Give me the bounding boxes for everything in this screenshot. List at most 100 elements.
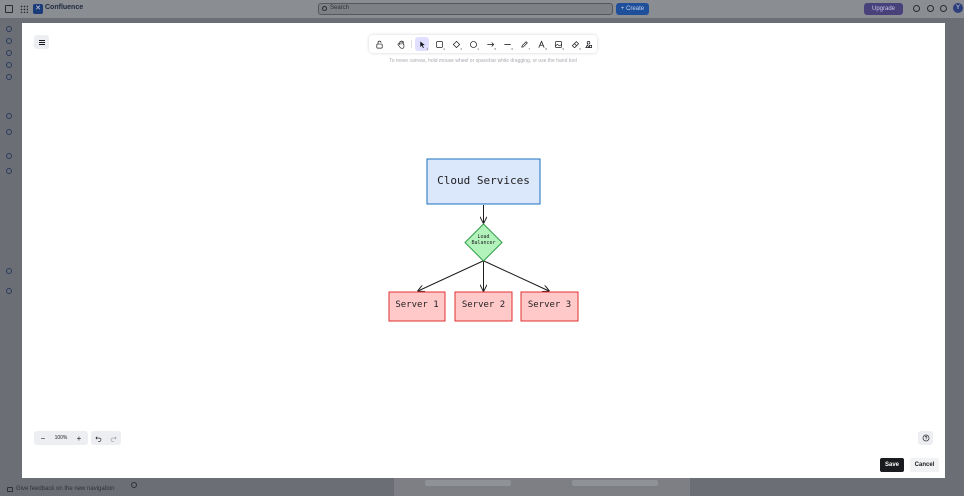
doc-card bbox=[425, 480, 511, 486]
shortcut-key: 2 bbox=[443, 47, 445, 51]
selection-tool-button[interactable]: 1 bbox=[415, 37, 429, 51]
sidebar-item[interactable] bbox=[6, 50, 18, 56]
hamburger-icon bbox=[38, 39, 45, 41]
pencil-icon bbox=[520, 40, 528, 48]
cloud-services-label: Cloud Services bbox=[437, 174, 530, 187]
load-balancer-diamond bbox=[464, 223, 503, 262]
sidebar-item[interactable] bbox=[6, 113, 18, 119]
avatar[interactable]: Y bbox=[953, 3, 963, 13]
cloud-services-box bbox=[426, 158, 541, 205]
whiteboard-modal: Cloud Services Load Balancer Server 1 Se… bbox=[22, 23, 945, 478]
search-placeholder: Search bbox=[330, 5, 350, 11]
search-icon bbox=[322, 6, 327, 11]
selection-icon bbox=[419, 40, 425, 48]
text-tool-button[interactable]: 8 bbox=[534, 37, 548, 51]
main-menu-button[interactable] bbox=[34, 35, 49, 49]
undo-icon bbox=[95, 436, 102, 442]
cancel-button[interactable]: Cancel bbox=[910, 458, 939, 472]
shortcut-key: 8 bbox=[545, 47, 547, 51]
sidebar-item[interactable] bbox=[6, 62, 18, 68]
rectangle-tool-button[interactable]: 2 bbox=[432, 37, 446, 51]
image-tool-button[interactable]: 9 bbox=[551, 37, 565, 51]
lock-icon bbox=[375, 40, 383, 48]
arrow-lb-to-server3 bbox=[483, 260, 549, 291]
server-3-label: Server 3 bbox=[527, 300, 572, 310]
drawing-toolbar: 1 2 3 4 5 6 7 8 bbox=[369, 35, 597, 53]
help-icon bbox=[922, 434, 929, 442]
sidebar-item[interactable] bbox=[6, 26, 18, 32]
redo-button[interactable] bbox=[106, 431, 121, 445]
feedback-link[interactable]: Give feedback on the new navigation bbox=[16, 486, 115, 492]
arrow-icon bbox=[486, 41, 494, 47]
canvas-hint: To move canvas, hold mouse wheel or spac… bbox=[389, 58, 577, 64]
image-icon bbox=[554, 40, 562, 48]
lock-tool-button[interactable] bbox=[372, 37, 386, 51]
server-2-label: Server 2 bbox=[461, 300, 506, 310]
save-button[interactable]: Save bbox=[880, 458, 904, 472]
server-3-box bbox=[520, 291, 579, 322]
diamond-icon bbox=[452, 40, 460, 48]
undo-button[interactable] bbox=[91, 431, 106, 445]
eraser-icon bbox=[571, 40, 579, 48]
sidebar-item[interactable] bbox=[6, 129, 18, 135]
hamburger-icon bbox=[38, 43, 45, 45]
load-balancer-label-line1: Load bbox=[477, 234, 490, 240]
shortcut-key: 6 bbox=[511, 47, 513, 51]
shortcut-key: 0 bbox=[579, 47, 581, 51]
sidebar-item[interactable] bbox=[6, 168, 18, 174]
app-name[interactable]: Confluence bbox=[45, 4, 84, 11]
toolbar-divider bbox=[411, 40, 412, 48]
hamburger-icon bbox=[38, 41, 45, 43]
zoom-in-button[interactable]: + bbox=[76, 433, 82, 443]
shapes-library-button[interactable] bbox=[581, 37, 595, 51]
page-settings-icon[interactable] bbox=[131, 482, 137, 488]
history-controls bbox=[91, 431, 121, 445]
server-2-box bbox=[454, 291, 513, 322]
sidebar-item[interactable] bbox=[6, 268, 18, 274]
arrow-tool-button[interactable]: 5 bbox=[483, 37, 497, 51]
zoom-out-button[interactable]: − bbox=[40, 433, 46, 443]
load-balancer-label-line2: Balancer bbox=[471, 240, 496, 246]
hand-icon bbox=[397, 40, 404, 49]
app-switcher-icon[interactable] bbox=[20, 5, 28, 13]
help-button[interactable] bbox=[918, 431, 933, 445]
settings-icon[interactable] bbox=[940, 5, 947, 12]
sidebar-item[interactable] bbox=[6, 153, 18, 159]
shortcut-key: 7 bbox=[528, 47, 530, 51]
shortcut-key: 1 bbox=[426, 47, 428, 51]
search-input[interactable] bbox=[318, 3, 613, 15]
shortcut-key: 4 bbox=[477, 47, 479, 51]
shortcut-key: 3 bbox=[460, 47, 462, 51]
help-icon[interactable] bbox=[927, 5, 934, 12]
server-1-label: Server 1 bbox=[395, 300, 439, 310]
shortcut-key: 9 bbox=[562, 47, 564, 51]
notifications-icon[interactable] bbox=[913, 5, 920, 12]
sidebar-item[interactable] bbox=[6, 288, 18, 294]
pencil-tool-button[interactable]: 7 bbox=[517, 37, 531, 51]
redo-icon bbox=[110, 436, 117, 442]
ellipse-tool-button[interactable]: 4 bbox=[466, 37, 480, 51]
ellipse-icon bbox=[469, 40, 477, 48]
create-button[interactable]: + Create bbox=[616, 3, 649, 15]
sidebar-toggle-icon[interactable] bbox=[5, 5, 13, 13]
shapes-library-icon bbox=[584, 40, 592, 48]
diamond-tool-button[interactable]: 3 bbox=[449, 37, 463, 51]
feedback-icon bbox=[7, 487, 13, 492]
confluence-logo-icon[interactable]: ✕ bbox=[33, 4, 43, 14]
arrow-lb-to-server1 bbox=[418, 260, 484, 291]
doc-card bbox=[572, 480, 658, 486]
shortcut-key: 5 bbox=[494, 47, 496, 51]
sidebar-item[interactable] bbox=[6, 38, 18, 44]
eraser-tool-button[interactable]: 0 bbox=[568, 37, 582, 51]
zoom-level[interactable]: 100% bbox=[54, 435, 68, 441]
hand-tool-button[interactable] bbox=[394, 37, 408, 51]
zoom-controls: − 100% + bbox=[34, 431, 88, 445]
whiteboard-canvas[interactable] bbox=[22, 23, 945, 478]
line-icon bbox=[503, 43, 511, 45]
line-tool-button[interactable]: 6 bbox=[500, 37, 514, 51]
upgrade-button[interactable]: Upgrade bbox=[864, 3, 903, 15]
text-icon bbox=[537, 39, 545, 48]
rectangle-icon bbox=[435, 40, 443, 48]
sidebar-item[interactable] bbox=[6, 74, 18, 80]
server-1-box bbox=[388, 291, 446, 322]
